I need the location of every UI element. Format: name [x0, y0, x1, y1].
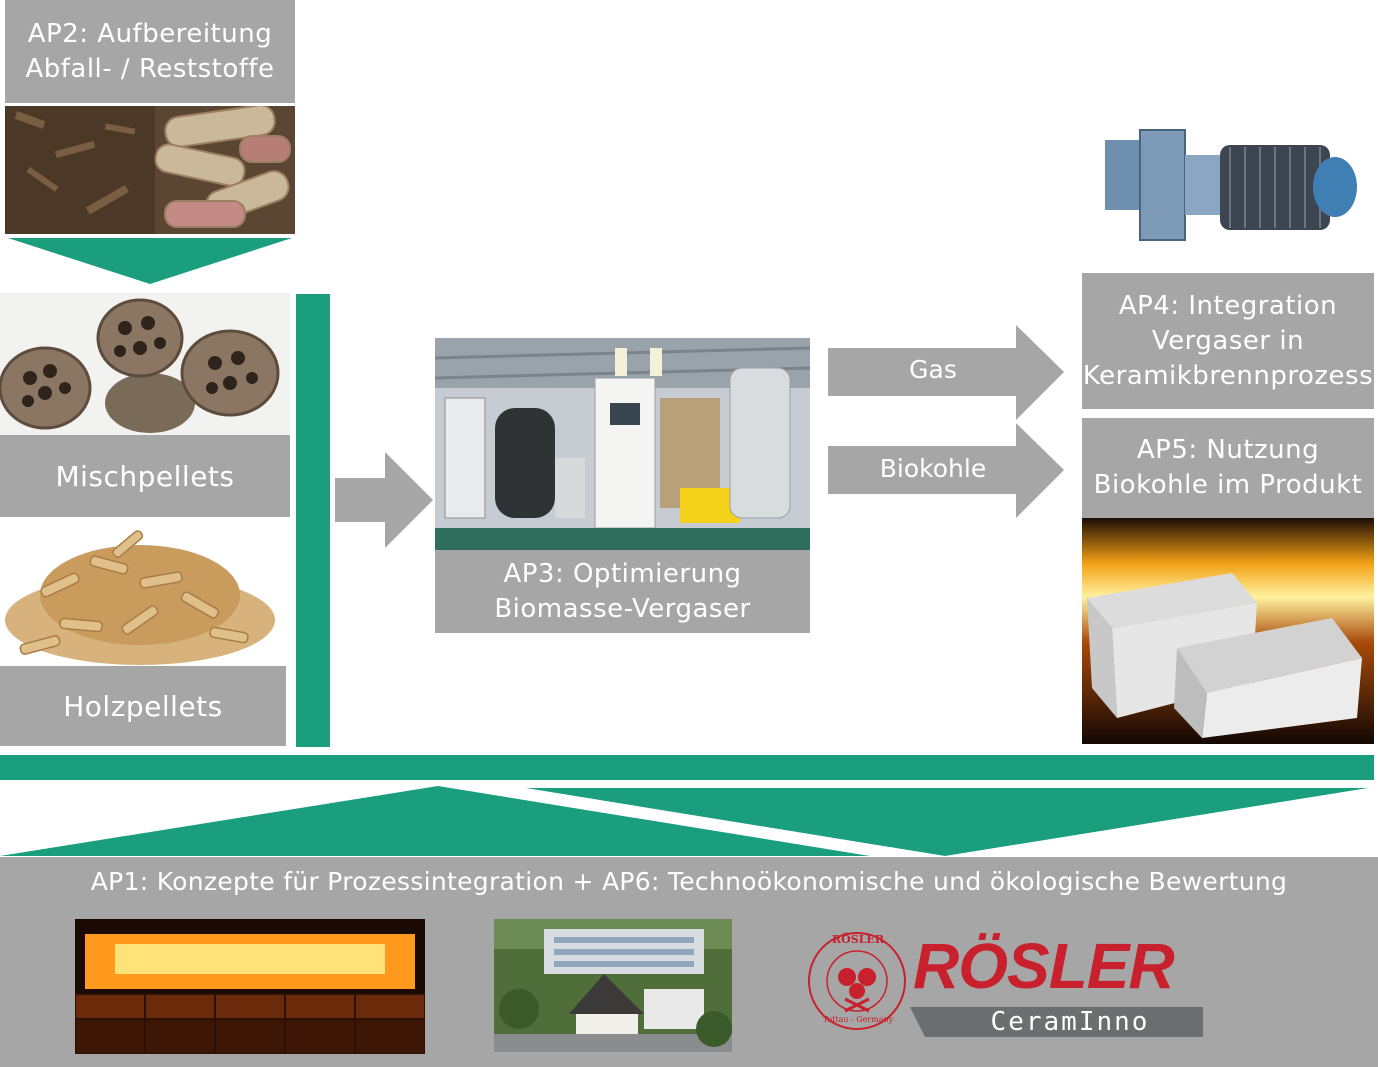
- ap3-line1: AP3: Optimierung: [503, 558, 742, 589]
- holzpellets-label-box: Holzpellets: [0, 666, 286, 746]
- arrow-to-ap3: [335, 452, 433, 548]
- logo-brand-text: RÖSLER: [913, 930, 1175, 1002]
- roesler-logo: RÖSLER Tettau - Germany RÖSLER CeramInno: [805, 919, 1205, 1044]
- ap4-line1: AP4: Integration: [1118, 290, 1338, 321]
- ap2-box: AP2: Aufbereitung Abfall- / Reststoffe: [5, 0, 295, 103]
- burner-image: [1085, 115, 1365, 255]
- gas-arrow: [828, 325, 1064, 420]
- ceramic-product-image: [1082, 518, 1374, 744]
- down-arrow-ap2: [8, 238, 292, 284]
- vertical-flow-bar: [296, 294, 330, 747]
- holzpellets-label: Holzpellets: [63, 689, 223, 723]
- ap4-box: AP4: Integration Vergaser in Keramikbren…: [1082, 273, 1374, 409]
- holzpellets-image: [0, 520, 290, 666]
- biokohle-arrow: [828, 423, 1064, 518]
- roesler-seal-icon: [808, 932, 1203, 1037]
- kiln-image: [75, 919, 425, 1054]
- ap2-line2: Abfall- / Reststoffe: [25, 53, 275, 84]
- ap5-line1: AP5: Nutzung: [1136, 435, 1320, 465]
- seal-bottom-text: Tettau - Germany: [822, 1015, 894, 1024]
- ap5-box: AP5: Nutzung Biokohle im Produkt: [1082, 418, 1374, 518]
- ap1-panel: AP1: Konzepte für Prozessintegration + A…: [0, 857, 1378, 1067]
- gasifier-image: [435, 338, 810, 550]
- mischpellets-label: Mischpellets: [55, 459, 235, 493]
- ap4-line2: Vergaser in: [1151, 325, 1305, 356]
- ap4-line3: Keramikbrennprozess: [1082, 360, 1374, 391]
- waste-material-image: [5, 106, 295, 234]
- logo-sub-text: CeramInno: [990, 1007, 1150, 1037]
- horizontal-flow-bar: [0, 755, 1374, 780]
- seal-top-text: RÖSLER: [832, 933, 884, 946]
- funnel-arrows: [0, 782, 1374, 858]
- mischpellets-image: [0, 293, 290, 435]
- ap3-line2: Biomasse-Vergaser: [494, 593, 751, 624]
- ap1-text: AP1: Konzepte für Prozessintegration + A…: [90, 867, 1288, 896]
- factory-aerial-image: [494, 919, 732, 1052]
- ap2-line1: AP2: Aufbereitung: [27, 18, 273, 49]
- ap3-box: AP3: Optimierung Biomasse-Vergaser: [435, 550, 810, 633]
- ap5-line2: Biokohle im Produkt: [1093, 470, 1363, 500]
- mischpellets-label-box: Mischpellets: [0, 435, 290, 517]
- biokohle-arrow-label: Biokohle: [879, 454, 987, 483]
- gas-arrow-label: Gas: [909, 355, 957, 384]
